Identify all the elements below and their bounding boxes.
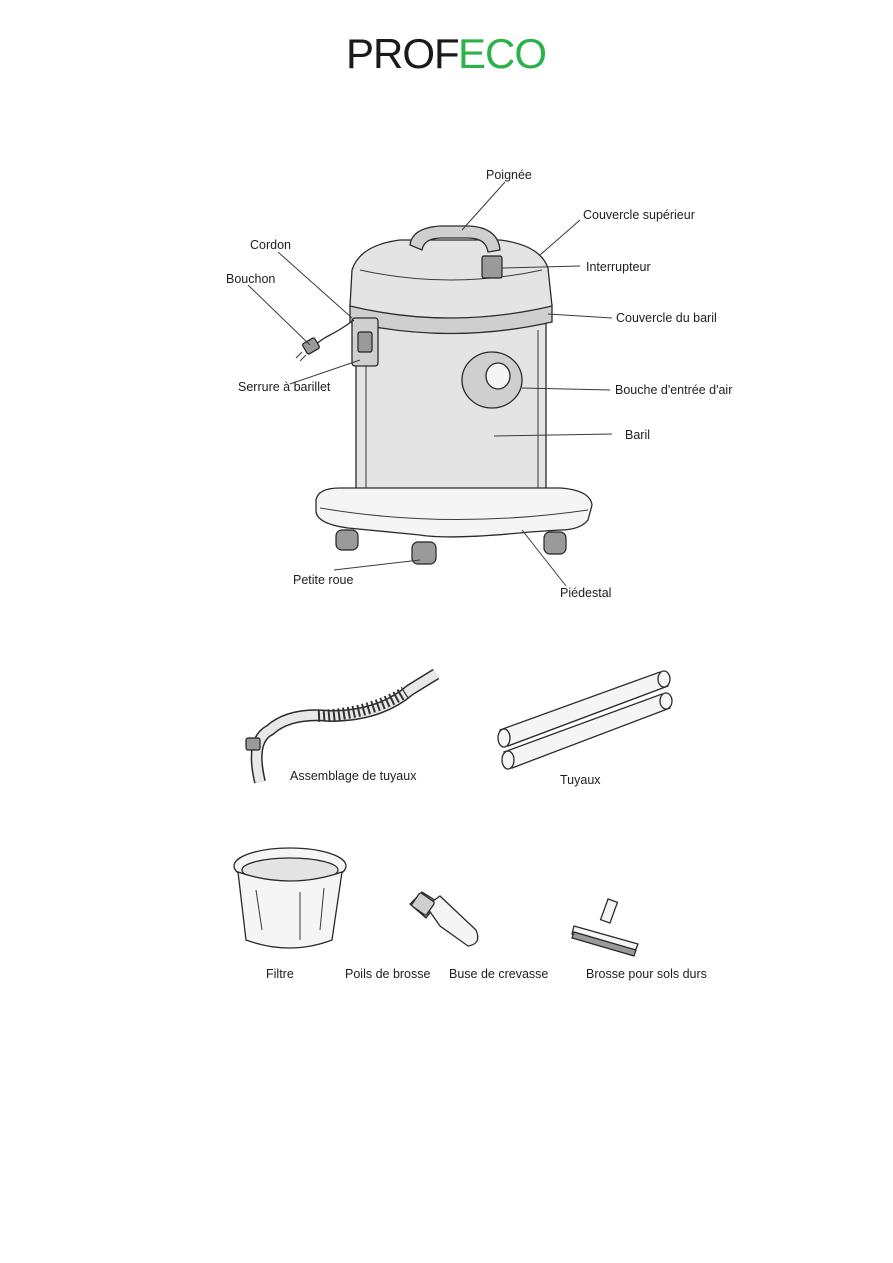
label-tuyaux: Tuyaux xyxy=(560,773,601,787)
label-bouche-air: Bouche d'entrée d'air xyxy=(615,383,733,397)
pipes xyxy=(497,670,673,770)
pedestal xyxy=(315,487,593,538)
label-buse-crevasse: Buse de crevasse xyxy=(449,967,549,981)
label-piedestal: Piédestal xyxy=(560,586,612,600)
label-couvercle-superieur: Couvercle supérieur xyxy=(583,208,695,222)
label-serrure: Serrure à barillet xyxy=(238,380,331,394)
label-poils-brosse: Poils de brosse xyxy=(345,967,431,981)
filter xyxy=(233,847,347,949)
switch xyxy=(481,255,503,279)
label-filtre: Filtre xyxy=(266,967,294,981)
label-couvercle-baril: Couvercle du baril xyxy=(616,311,717,325)
label-baril: Baril xyxy=(625,428,651,442)
top-cover xyxy=(349,239,553,319)
logo-prof-text: PROF xyxy=(346,30,459,77)
label-poignee: Poignée xyxy=(486,168,532,182)
profeco-logo: PROF ECO xyxy=(346,30,547,77)
floor-brush xyxy=(571,898,639,957)
handle xyxy=(409,225,501,253)
barrel-lock xyxy=(351,317,379,367)
label-interrupteur: Interrupteur xyxy=(586,260,651,274)
label-brosse-sols: Brosse pour sols durs xyxy=(586,967,707,981)
hose-assembly xyxy=(245,668,440,784)
logo-eco-text: ECO xyxy=(458,30,546,77)
label-petite-roue: Petite roue xyxy=(293,573,354,587)
label-cordon: Cordon xyxy=(250,238,291,252)
barrel xyxy=(355,314,547,511)
cord xyxy=(295,319,355,362)
label-bouchon: Bouchon xyxy=(226,272,276,286)
crevice-nozzle xyxy=(409,891,479,947)
wheels xyxy=(335,529,567,565)
leader-lines xyxy=(247,181,613,587)
label-assemblage-tuyaux: Assemblage de tuyaux xyxy=(290,769,417,783)
air-inlet xyxy=(461,351,523,409)
